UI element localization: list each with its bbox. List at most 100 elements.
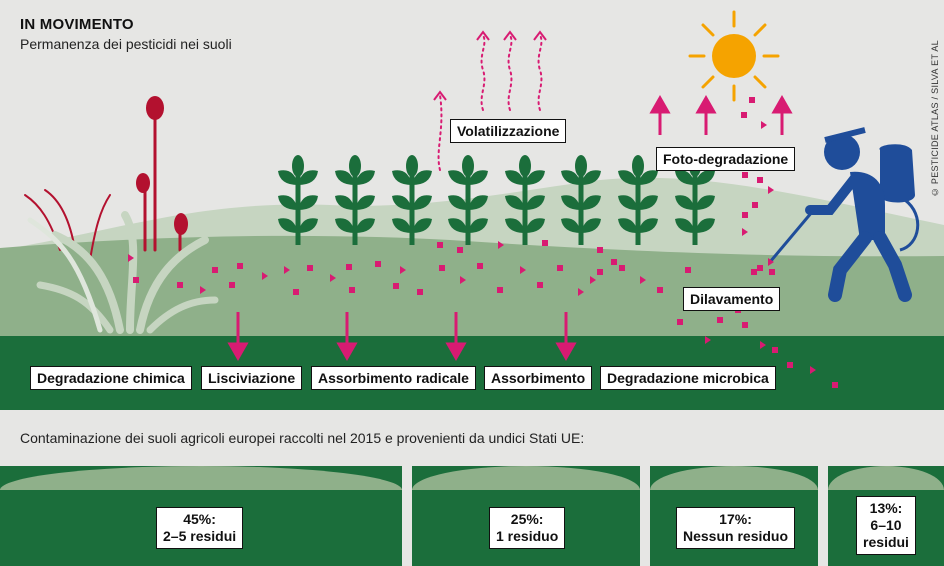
wheat-plant: [392, 155, 432, 245]
bar-category-1: 1 residuo: [496, 528, 559, 544]
label-volatilization: Volatilizzazione: [450, 119, 567, 143]
pesticide-particle: [237, 263, 243, 269]
bar-category-0: 2–5 residui: [163, 528, 237, 544]
pesticide-particle: [457, 247, 463, 253]
volatilization-arrows: [437, 34, 543, 171]
bar-value-1: 25%:: [510, 511, 544, 527]
bar-segment-0: [0, 466, 402, 566]
pesticide-particle: [810, 366, 816, 374]
pesticide-particle: [262, 272, 268, 280]
pesticide-particle: [542, 240, 548, 246]
pesticide-particle: [437, 242, 443, 248]
wheat-plant: [505, 155, 545, 245]
pesticide-particle: [640, 276, 646, 284]
pesticide-particle: [578, 288, 584, 296]
pesticide-particle: [330, 274, 336, 282]
bar-label-0: 45%: 2–5 residui: [156, 507, 244, 549]
wheat-plant: [335, 155, 375, 245]
bar-value-0: 45%:: [183, 511, 216, 527]
label-root-uptake: Assorbimento radicale: [311, 366, 476, 390]
pesticide-particle: [597, 247, 603, 253]
pesticide-particle: [417, 289, 423, 295]
pesticide-particle: [760, 341, 766, 349]
pesticide-diagram: [0, 10, 944, 410]
chart-caption: Contaminazione dei suoli agricoli europe…: [20, 430, 585, 446]
pesticide-particle: [439, 265, 445, 271]
leaching-arrows: [227, 312, 577, 362]
bar-value-3: 13%:: [869, 500, 903, 516]
bar-label-2: 17%: Nessun residuo: [676, 507, 796, 549]
bar-value-2: 17%:: [719, 511, 752, 527]
pesticide-particle: [460, 276, 466, 284]
pesticide-particle: [751, 269, 757, 275]
pesticide-particle: [229, 282, 235, 288]
pesticide-particle: [657, 287, 663, 293]
pesticide-particle: [769, 269, 775, 275]
pesticide-particle: [400, 266, 406, 274]
pesticide-particle: [498, 241, 504, 249]
label-absorption: Assorbimento: [484, 366, 593, 390]
pesticide-particle: [832, 382, 838, 388]
pesticide-particle: [375, 261, 381, 267]
wheat-plant: [618, 155, 658, 245]
wheat-plants: [278, 155, 715, 245]
label-microbial-degradation: Degradazione microbica: [600, 366, 776, 390]
volatilization-arrowheads: [433, 30, 547, 101]
pesticide-particle: [520, 266, 526, 274]
pesticide-particle: [557, 265, 563, 271]
pesticide-particle: [757, 265, 763, 271]
pesticide-particle: [307, 265, 313, 271]
pesticide-particle: [685, 267, 691, 273]
page-subtitle: Permanenza dei pesticidi nei suoli: [20, 36, 232, 52]
pesticide-particle: [393, 283, 399, 289]
pesticide-particle: [768, 186, 774, 194]
pesticide-particle: [742, 228, 748, 236]
pesticide-particle: [346, 264, 352, 270]
pesticide-particle: [787, 362, 793, 368]
label-leaching: Lisciviazione: [201, 366, 303, 390]
label-photodegradation: Foto-degradazione: [656, 147, 796, 171]
pesticide-particle: [742, 322, 748, 328]
wheat-plant: [561, 155, 601, 245]
wheat-plant: [448, 155, 488, 245]
pesticide-particle: [590, 276, 596, 284]
pesticide-particle: [772, 347, 778, 353]
pesticide-particle: [200, 286, 206, 294]
front-hill: [0, 235, 944, 340]
weed-plants: [24, 96, 219, 334]
pesticide-particle: [741, 112, 747, 118]
pesticide-particle: [677, 319, 683, 325]
pesticide-particle: [752, 202, 758, 208]
pesticide-particle: [133, 277, 139, 283]
pesticide-particle: [611, 259, 617, 265]
pesticide-particle: [761, 121, 767, 129]
pesticide-particle: [212, 267, 218, 273]
pesticide-particle: [705, 336, 711, 344]
pesticide-particle: [597, 269, 603, 275]
pesticide-particle: [742, 172, 748, 178]
pesticide-particle: [749, 97, 755, 103]
page-title: IN MOVIMENTO: [20, 16, 134, 33]
pesticide-particle: [757, 177, 763, 183]
pesticide-particle: [619, 265, 625, 271]
label-chemical-degradation: Degradazione chimica: [30, 366, 192, 390]
bar-category-2: Nessun residuo: [683, 528, 789, 544]
sprayer-person-icon: [768, 127, 920, 302]
wheat-plant: [278, 155, 318, 245]
credit-line: © PESTICIDE ATLAS / SILVA ET AL: [930, 40, 940, 198]
pesticide-particle: [128, 254, 134, 262]
pesticide-particle: [177, 282, 183, 288]
pesticide-particle: [768, 258, 774, 266]
photodegradation-arrows: [649, 94, 793, 135]
pesticide-particle: [349, 287, 355, 293]
label-runoff: Dilavamento: [683, 287, 781, 311]
header: IN MOVIMENTO Permanenza dei pesticidi ne…: [20, 16, 232, 52]
pesticide-particle: [742, 212, 748, 218]
pesticide-particle: [293, 289, 299, 295]
sun-icon: [688, 10, 780, 102]
wheat-plant: [675, 155, 715, 245]
pesticide-particle: [537, 282, 543, 288]
pesticide-particle: [717, 317, 723, 323]
